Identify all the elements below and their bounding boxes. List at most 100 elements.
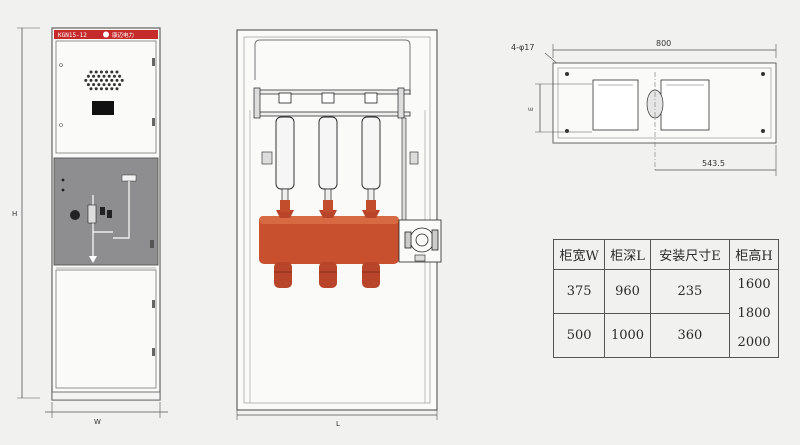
front-lower-door (55, 269, 157, 389)
grille-hole-icon (107, 74, 111, 78)
grille-hole-icon (118, 74, 122, 78)
side-dim-depth: L (336, 420, 340, 428)
front-control-hinge (150, 240, 154, 248)
front-meter-window (92, 101, 114, 115)
spec-header-width: 柜宽W (552, 239, 606, 270)
front-dim-width: W (94, 418, 101, 426)
front-nameplate-model: KGN15-12 (58, 32, 87, 39)
grille-hole-icon (115, 70, 119, 74)
plan-mount-hole-icon (565, 129, 569, 133)
grille-hole-icon (110, 87, 114, 91)
grille-hole-icon (89, 78, 93, 82)
front-brand-logo-icon (103, 31, 109, 38)
grille-hole-icon (105, 70, 109, 74)
side-clamp (397, 87, 405, 119)
plan-dim-install: 543.5 (702, 159, 725, 168)
grille-hole-icon (112, 74, 116, 78)
plan-hole-note: 4-φ17 (511, 43, 534, 52)
grille-hole-icon (99, 70, 103, 74)
grille-hole-icon (115, 87, 119, 91)
grille-hole-icon (102, 83, 106, 87)
grille-hole-icon (92, 74, 96, 78)
grille-hole-icon (110, 78, 114, 82)
front-upper-screw-icon (59, 63, 63, 67)
grille-hole-icon (112, 83, 116, 87)
grille-hole-icon (92, 83, 96, 87)
grille-hole-icon (99, 87, 103, 91)
grille-hole-icon (118, 83, 122, 87)
plan-mount-hole-icon (761, 129, 765, 133)
front-dim-height: H (12, 210, 17, 218)
grille-hole-icon (120, 78, 124, 82)
grille-hole-icon (89, 70, 93, 74)
grille-hole-icon (94, 87, 98, 91)
grille-hole-icon (110, 70, 114, 74)
front-ground-arrow-icon (89, 256, 97, 263)
grille-hole-icon (97, 83, 101, 87)
front-brand-name: 康迈电力 (112, 31, 134, 39)
grille-hole-icon (97, 74, 101, 78)
side-support-rail (414, 254, 426, 262)
front-switch-button (107, 210, 112, 218)
spec-height-cell: 1600 1800 2000 (729, 269, 779, 358)
grille-hole-icon (84, 78, 88, 82)
side-clamp (253, 87, 261, 119)
side-handle-bracket (261, 151, 273, 165)
spec-table-row: 500 1000 360 (552, 313, 779, 358)
spec-height-value: 2000 (737, 335, 771, 350)
front-operating-handle-icon (70, 210, 80, 220)
spec-install-cell: 235 (649, 269, 731, 314)
spec-header-install: 安装尺寸E (649, 239, 731, 270)
side-top-busbar-line (254, 39, 411, 95)
grille-hole-icon (86, 83, 90, 87)
front-upper-hinge (152, 58, 155, 66)
grille-hole-icon (99, 78, 103, 82)
plan-inner-outline (557, 67, 772, 139)
spec-height-value: 1600 (737, 277, 771, 292)
front-upper-screw-icon (59, 123, 63, 127)
spec-table: 柜宽W 柜深L 安装尺寸E 柜高H 375 960 235 1600 1800 … (552, 239, 779, 358)
side-operating-mechanism (398, 219, 442, 263)
front-control-panel (53, 157, 159, 266)
spec-height-value: 1800 (737, 306, 771, 321)
grille-hole-icon (105, 78, 109, 82)
plan-cable-opening (660, 79, 710, 131)
front-lower-hinge (152, 348, 155, 356)
front-base-plinth (51, 391, 161, 401)
side-handle-bracket (409, 151, 419, 165)
front-upper-hinge (152, 118, 155, 126)
spec-install-cell: 360 (649, 313, 731, 358)
front-key-lock (87, 204, 97, 224)
plan-mount-hole-icon (761, 72, 765, 76)
spec-header-depth: 柜深L (604, 239, 651, 270)
grille-hole-icon (105, 87, 109, 91)
grille-hole-icon (115, 78, 119, 82)
grille-hole-icon (86, 74, 90, 78)
grille-hole-icon (94, 70, 98, 74)
plan-dim-width: 800 (656, 39, 671, 48)
front-switch-button (100, 207, 105, 215)
spec-table-header-row: 柜宽W 柜深L 安装尺寸E 柜高H (552, 239, 779, 270)
spec-header-height: 柜高H (729, 239, 779, 270)
front-indicator-icon (61, 188, 65, 192)
plan-mount-hole-icon (565, 72, 569, 76)
front-indicator-icon (61, 178, 65, 182)
spec-width-cell: 500 (552, 313, 606, 358)
spec-depth-cell: 960 (604, 269, 651, 314)
spec-table-row: 375 960 235 1600 1800 2000 (552, 269, 779, 358)
front-upper-door (55, 40, 157, 154)
grille-hole-icon (94, 78, 98, 82)
ventilation-grille-icon (84, 70, 124, 91)
grille-hole-icon (102, 74, 106, 78)
plan-dim-depth: E (528, 107, 535, 111)
spec-depth-cell: 1000 (604, 313, 651, 358)
spec-width-cell: 375 (552, 269, 606, 314)
side-breaker-body (259, 200, 399, 288)
front-lower-hinge (152, 300, 155, 308)
plan-cable-opening (592, 79, 639, 131)
grille-hole-icon (89, 87, 93, 91)
grille-hole-icon (107, 83, 111, 87)
